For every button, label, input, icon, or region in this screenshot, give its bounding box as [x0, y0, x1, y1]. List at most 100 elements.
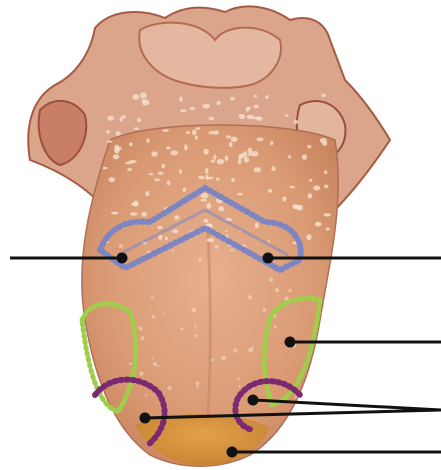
papilla-dot [251, 346, 253, 348]
papilla-dot [184, 144, 187, 150]
papilla-dot [113, 154, 119, 159]
papilla-dot [247, 153, 254, 156]
papilla-dot [168, 386, 172, 390]
papilla-dot [172, 229, 178, 233]
papilla-dot [302, 154, 307, 160]
papilla-dot [307, 145, 311, 148]
papilla-dot [207, 238, 214, 242]
papilla-dot [166, 146, 171, 149]
papilla-dot [130, 212, 137, 215]
papilla-dot [127, 168, 132, 171]
papilla-dot [253, 167, 261, 172]
papilla-dot [216, 177, 220, 180]
papilla-dot [111, 212, 119, 215]
papilla-dot [230, 97, 235, 101]
papilla-dot [230, 249, 233, 252]
papilla-dot [183, 188, 186, 192]
papilla-dot [254, 95, 257, 98]
papilla-dot [271, 166, 275, 171]
papilla-dot [115, 131, 120, 136]
papilla-dot [152, 357, 154, 359]
papilla-dot [162, 129, 169, 132]
papilla-dot [134, 127, 139, 130]
papilla-dot [221, 355, 226, 360]
papilla-dot [172, 250, 174, 252]
papilla-dot [248, 148, 252, 154]
papilla-dot [195, 136, 198, 140]
papilla-dot [270, 141, 273, 145]
leader-dot-left-bitter [118, 254, 126, 262]
papilla-dot [179, 96, 182, 101]
papilla-dot [282, 196, 286, 201]
papilla-dot [201, 193, 209, 199]
papilla-dot [244, 151, 247, 154]
papilla-dot [208, 131, 215, 134]
papilla-dot [269, 278, 273, 282]
papilla-dot [324, 185, 329, 189]
papilla-dot [231, 178, 235, 182]
papilla-dot [233, 348, 237, 352]
papilla-dot [309, 179, 312, 182]
papilla-dot [217, 159, 224, 164]
papilla-dot [274, 325, 277, 328]
leader-dot-salty-a [249, 396, 257, 404]
papilla-dot [237, 193, 242, 196]
leader-dot-right-bitter [264, 254, 272, 262]
papilla-dot [192, 129, 197, 135]
papilla-dot [191, 308, 196, 313]
papilla-dot [265, 95, 269, 99]
papilla-dot [196, 381, 200, 385]
papilla-dot [180, 109, 186, 112]
papilla-dot [211, 358, 214, 361]
papilla-dot [162, 164, 165, 168]
papilla-dot [114, 145, 119, 151]
papilla-dot [263, 308, 267, 312]
papilla-dot [289, 289, 292, 292]
papilla-dot [179, 169, 182, 174]
papilla-dot [194, 325, 197, 328]
papilla-dot [209, 117, 214, 121]
papilla-dot [149, 173, 154, 175]
leader-dot-sour [286, 338, 294, 346]
papilla-dot [205, 168, 208, 174]
papilla-dot [137, 118, 141, 122]
papilla-dot [218, 206, 224, 211]
papilla-dot [196, 127, 201, 130]
leader-dot-salty-b [141, 414, 149, 422]
papilla-dot [158, 172, 164, 175]
papilla-dot [247, 115, 255, 120]
papilla-dot [307, 234, 312, 240]
papilla-dot [157, 226, 162, 229]
papilla-dot [214, 245, 218, 249]
papilla-dot [229, 142, 233, 147]
papilla-dot [231, 137, 238, 142]
papilla-dot [198, 258, 201, 261]
papilla-dot [196, 385, 199, 388]
papilla-dot [268, 189, 272, 193]
papilla-dot [174, 215, 179, 219]
papilla-dot [164, 311, 166, 313]
papilla-dot [152, 315, 155, 318]
papilla-dot [203, 149, 209, 155]
papilla-dot [308, 193, 313, 198]
papilla-dot [195, 334, 198, 337]
papilla-dot [206, 223, 211, 226]
papilla-dot [205, 175, 208, 181]
papilla-dot [107, 116, 114, 121]
papilla-dot [171, 150, 179, 155]
papilla-dot [180, 327, 183, 330]
papilla-dot [132, 94, 139, 100]
papilla-dot [213, 155, 216, 160]
papilla-dot [120, 117, 123, 122]
papilla-dot [288, 155, 291, 158]
papilla-dot [226, 135, 231, 138]
papilla-dot [119, 244, 123, 248]
papilla-dot [145, 394, 147, 396]
papilla-dot [154, 178, 160, 181]
papilla-dot [323, 213, 331, 216]
papilla-dot [239, 114, 245, 119]
papilla-dot [225, 155, 229, 161]
papilla-dot [141, 212, 147, 217]
papilla-dot [165, 237, 168, 241]
papilla-dot [289, 186, 295, 189]
